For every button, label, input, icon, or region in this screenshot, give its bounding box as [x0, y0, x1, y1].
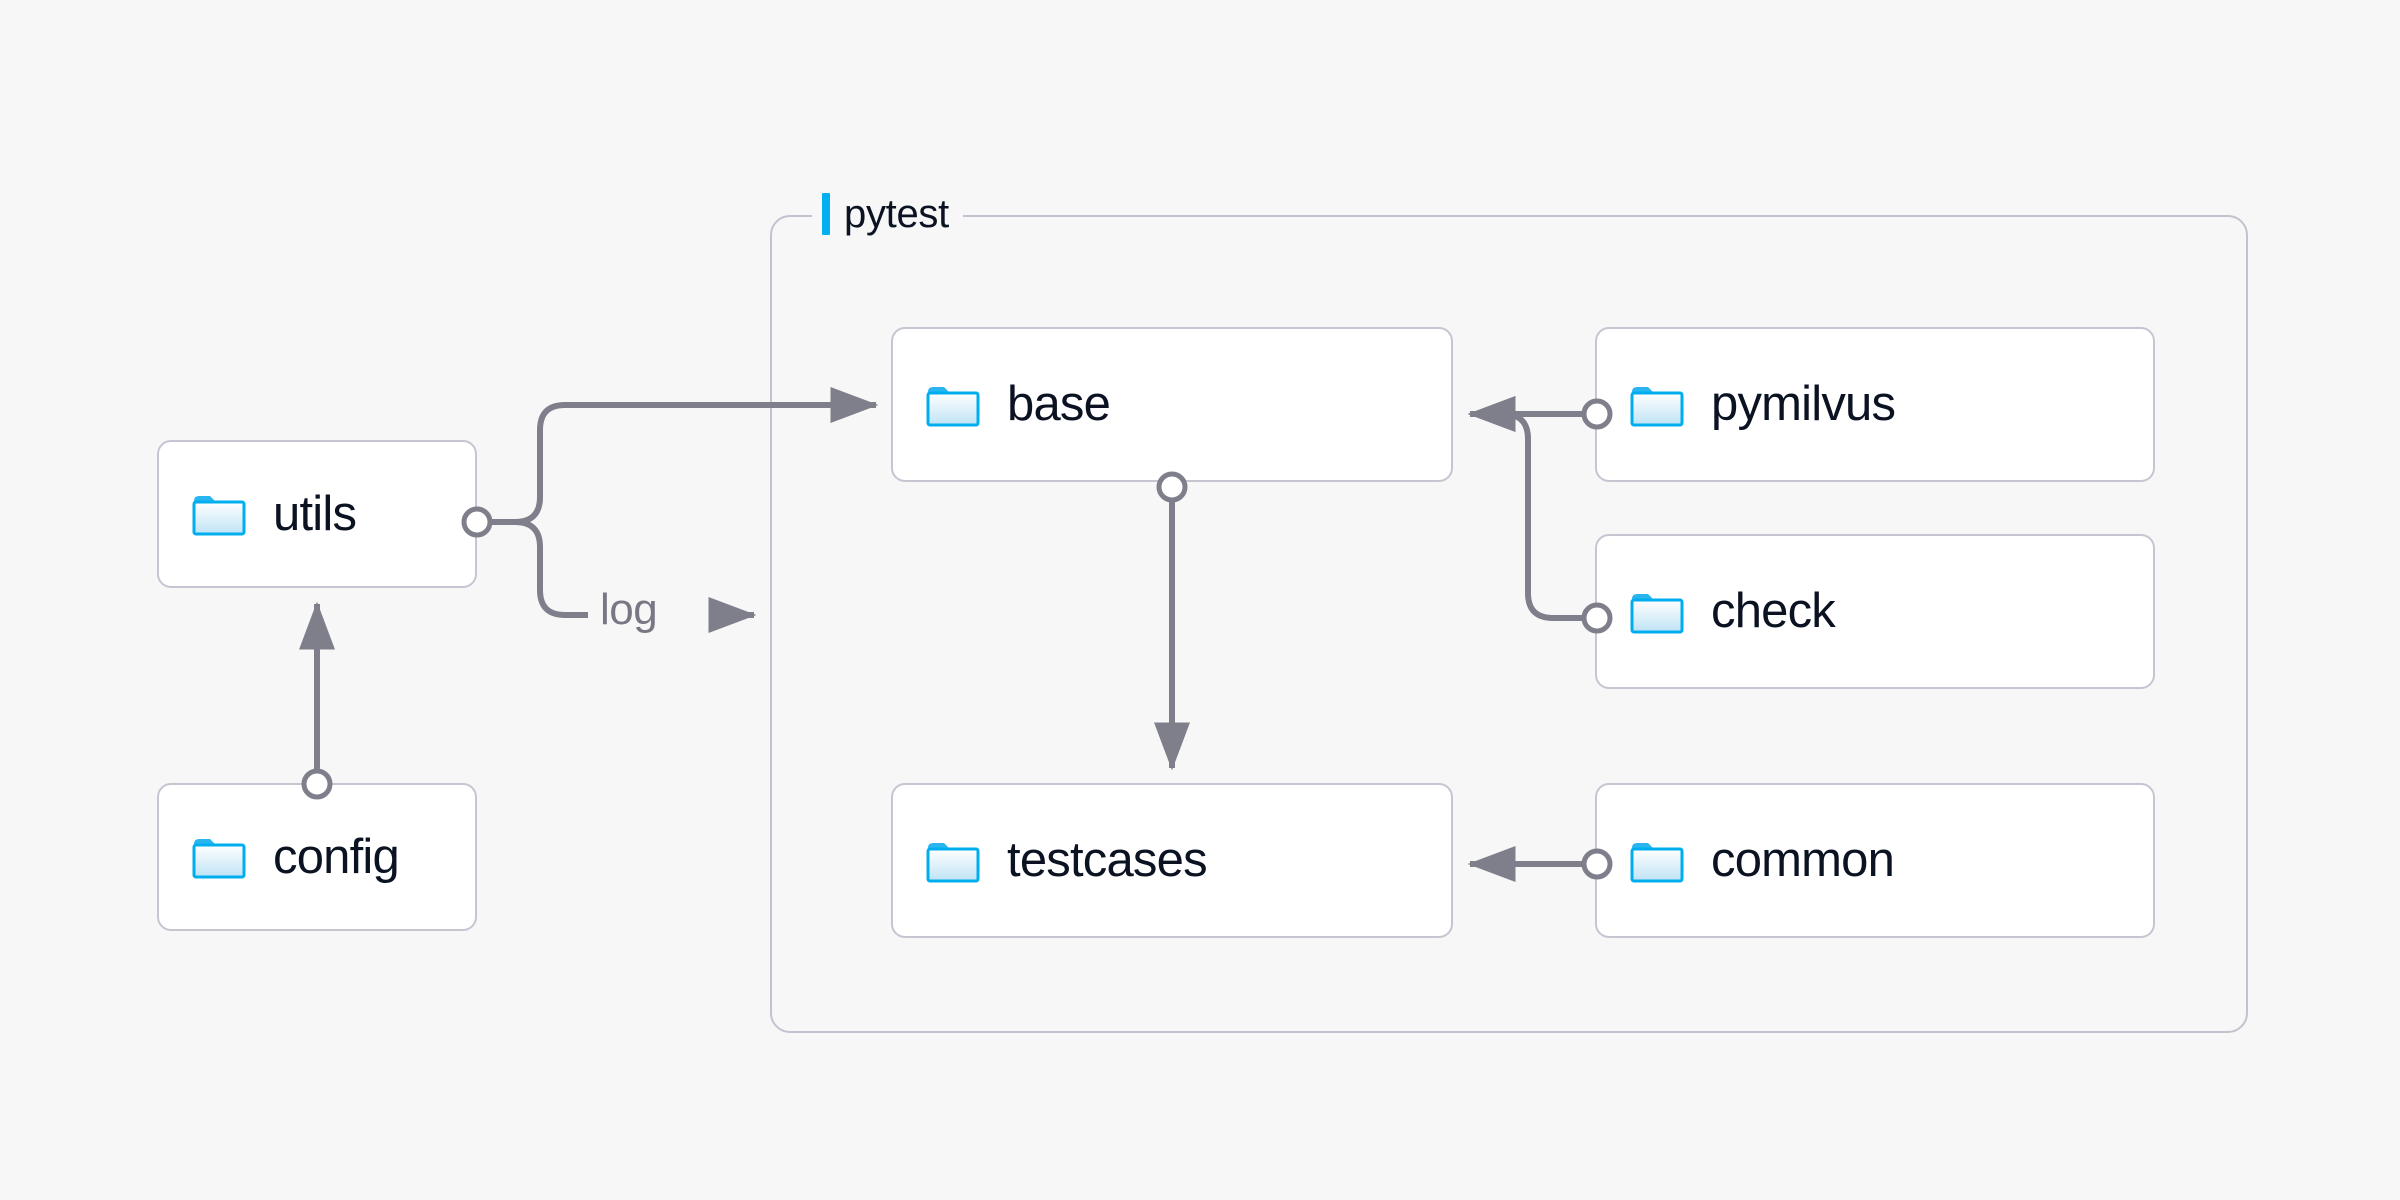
node-common-label: common: [1711, 833, 1895, 887]
base-bottom-port[interactable]: [1156, 471, 1188, 503]
node-common[interactable]: common: [1595, 783, 2155, 938]
group-title-text: pytest: [844, 191, 949, 236]
node-check-label: check: [1711, 584, 1836, 638]
group-pytest-label: pytest: [812, 185, 963, 243]
node-utils[interactable]: utils: [157, 440, 477, 588]
node-pymilvus-label: pymilvus: [1711, 377, 1896, 431]
group-pytest[interactable]: [770, 215, 2248, 1033]
common-left-port[interactable]: [1581, 848, 1613, 880]
node-check[interactable]: check: [1595, 534, 2155, 689]
folder-icon: [926, 842, 980, 882]
node-utils-label: utils: [273, 486, 357, 541]
node-testcases-label: testcases: [1007, 833, 1208, 887]
folder-icon: [1630, 593, 1684, 633]
node-pymilvus[interactable]: pymilvus: [1595, 327, 2155, 482]
folder-icon: [192, 496, 246, 536]
utils-right-port[interactable]: [461, 506, 493, 538]
node-base[interactable]: base: [891, 327, 1453, 482]
pymilvus-left-port[interactable]: [1581, 398, 1613, 430]
node-testcases[interactable]: testcases: [891, 783, 1453, 938]
check-left-port[interactable]: [1581, 602, 1613, 634]
group-accent-bar: [822, 193, 830, 235]
folder-icon: [1630, 386, 1684, 426]
edge-check-to-base: [1467, 396, 1585, 621]
config-top-port[interactable]: [301, 768, 333, 800]
edge-label-log: log: [600, 585, 658, 634]
edge-utils-to-log: [489, 519, 588, 618]
folder-icon: [192, 839, 246, 879]
node-base-label: base: [1007, 377, 1111, 431]
node-config-label: config: [273, 829, 400, 884]
folder-icon: [1630, 842, 1684, 882]
folder-icon: [926, 386, 980, 426]
